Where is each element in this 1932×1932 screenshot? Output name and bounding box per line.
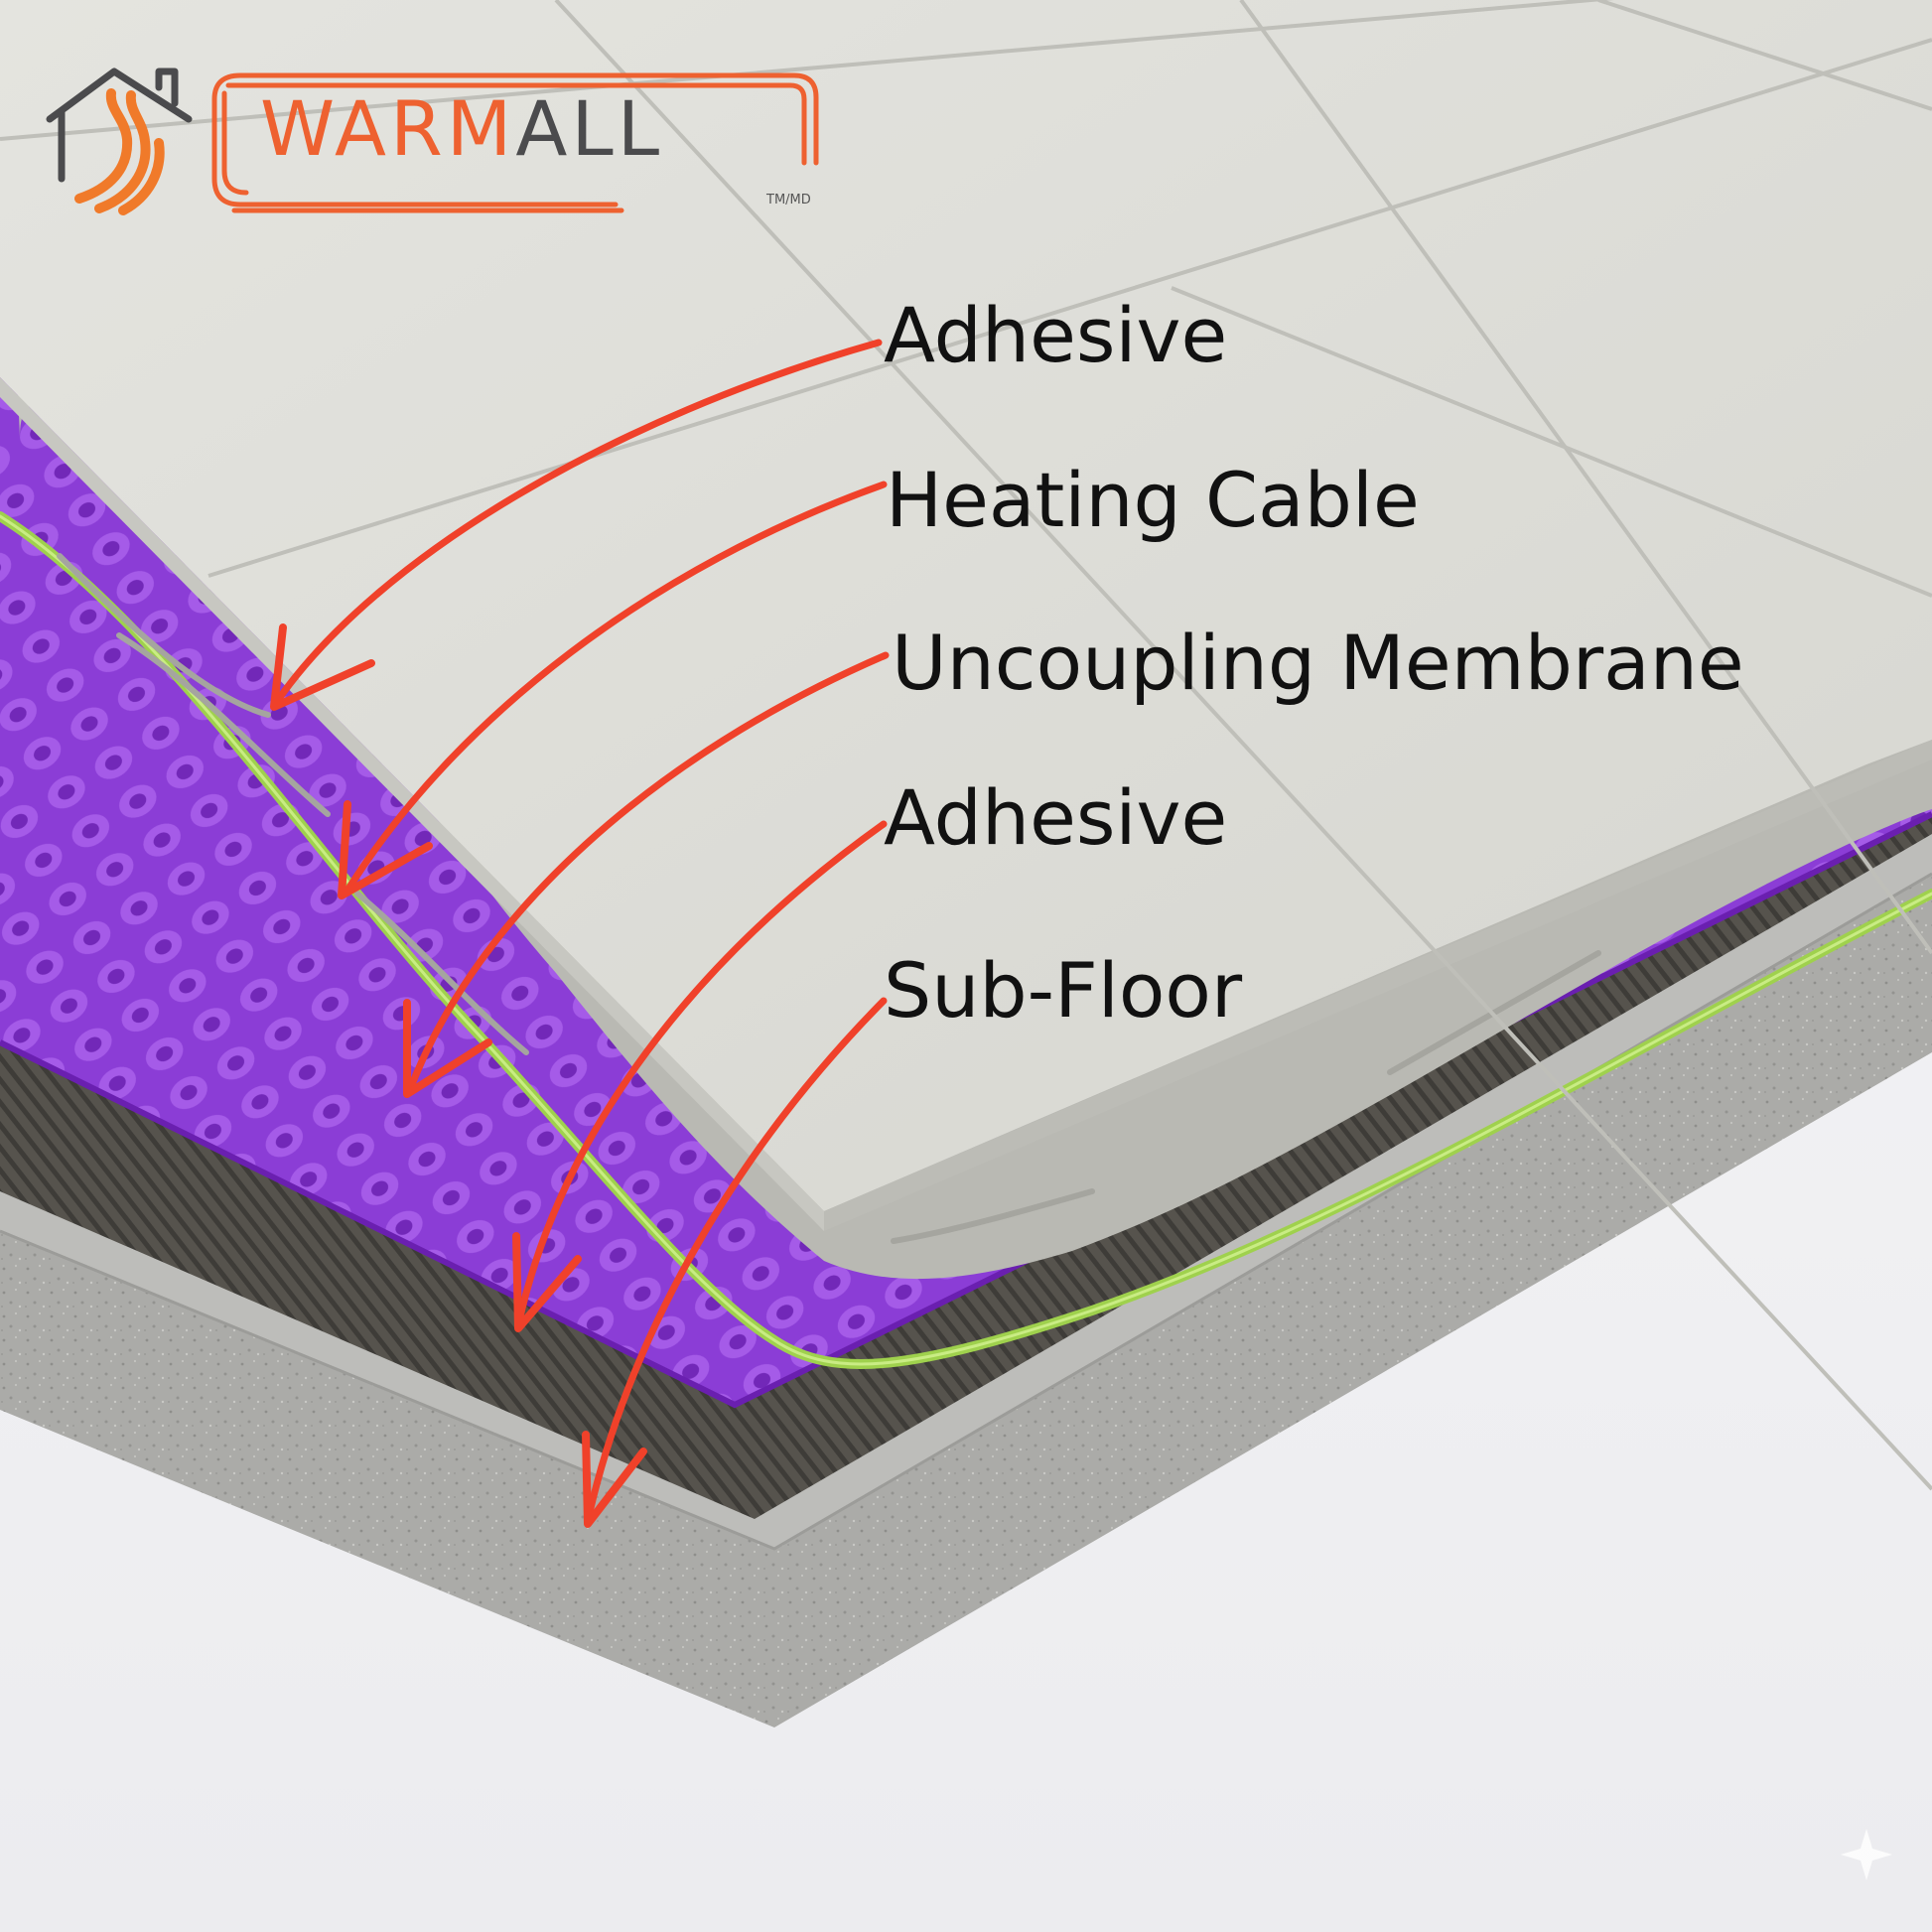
house-icon	[46, 68, 193, 183]
brand-name-orange: WARM	[260, 84, 516, 173]
wordmark-frame	[211, 72, 819, 213]
sub-floor-front-right	[774, 874, 1932, 1727]
brand-name-dark: ALL	[515, 84, 664, 173]
trademark-mark: TM/MD	[766, 193, 811, 207]
arrow-1-head	[270, 623, 375, 711]
sub-floor-front-left	[0, 1231, 774, 1727]
arrow-1	[272, 339, 883, 707]
arrow-5	[584, 997, 888, 1525]
arrow-4	[514, 820, 888, 1329]
brand-wordmark: WARMALL	[260, 91, 663, 167]
label-uncoupling-membrane: Uncoupling Membrane	[892, 619, 1744, 707]
logo-graphic	[46, 68, 819, 215]
tile-layer-front-right	[824, 740, 1932, 1231]
label-top-adhesive: Adhesive	[884, 291, 1228, 379]
arrow-2	[342, 481, 888, 897]
tile-grout-lines	[0, 0, 1932, 1491]
arrow-5-head	[582, 1431, 647, 1528]
label-sub-floor: Sub-Floor	[884, 946, 1243, 1035]
label-bottom-adhesive: Adhesive	[884, 773, 1228, 862]
arrow-4-head	[512, 1232, 582, 1332]
tile-layer-top	[0, 0, 1932, 1211]
callout-arrows	[270, 339, 890, 1528]
arrow-2-head	[338, 800, 433, 899]
heat-waves-icon	[74, 88, 165, 215]
arrow-3	[405, 651, 890, 1096]
brand-logo	[40, 60, 834, 218]
label-heating-cable: Heating Cable	[886, 456, 1420, 544]
sparkle-mark	[1841, 1829, 1892, 1880]
arrow-3-head	[403, 999, 492, 1098]
top-adhesive-texture	[57, 553, 1601, 1244]
heating-cable-highlight	[0, 514, 1932, 1366]
